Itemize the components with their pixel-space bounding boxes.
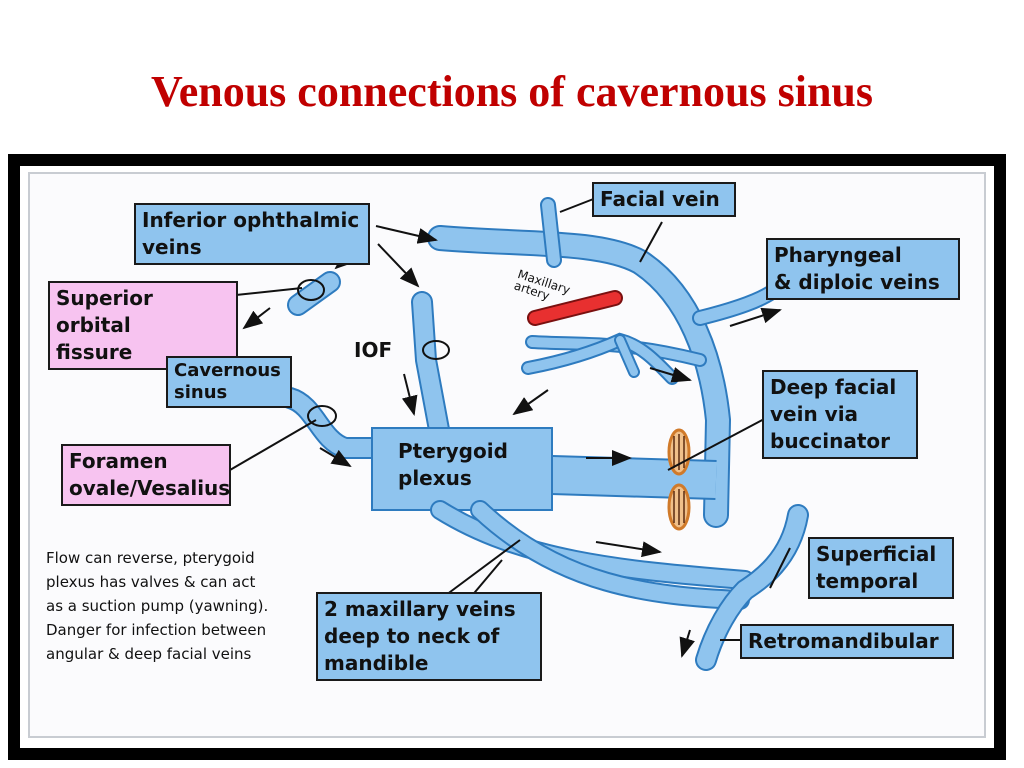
label-maxillary-veins: 2 maxillary veins deep to neck of mandib…	[316, 592, 542, 681]
label-superficial-temporal: Superficial temporal	[808, 537, 954, 599]
label-pharyngeal-diploic-veins: Pharyngeal & diploic veins	[766, 238, 960, 300]
flow-arrows	[242, 225, 782, 658]
maxillary-artery	[527, 290, 623, 326]
label-pterygoid-plexus: Pterygoid plexus	[398, 439, 508, 490]
foramen-rings	[297, 279, 450, 427]
label-foramen-ovale-vesalius: Foramen ovale/Vesalius	[61, 444, 231, 506]
label-cavernous-sinus: Cavernous sinus	[166, 356, 292, 408]
clinical-note: Flow can reverse, pterygoid plexus has v…	[46, 549, 269, 663]
label-retromandibular: Retromandibular	[740, 624, 954, 659]
label-facial-vein: Facial vein	[592, 182, 736, 217]
buccinator-muscle	[667, 428, 691, 531]
label-superior-orbital-fissure: Superior orbital fissure	[48, 281, 238, 370]
pharyngeal-branches	[521, 332, 707, 385]
leader-lines	[229, 197, 791, 641]
pterygoid-plexus-block	[371, 427, 553, 511]
iof-vein	[411, 291, 451, 446]
label-deep-facial-vein: Deep facial vein via buccinator	[762, 370, 918, 459]
slide-title: Venous connections of cavernous sinus	[150, 67, 874, 116]
cavernous-connections	[279, 271, 391, 459]
deep-facial-channel	[551, 455, 717, 500]
maxillary-veins-vessels	[430, 500, 809, 671]
label-inferior-ophthalmic-veins: Inferior ophthalmic veins	[134, 203, 370, 265]
label-iof: IOF	[354, 338, 393, 362]
